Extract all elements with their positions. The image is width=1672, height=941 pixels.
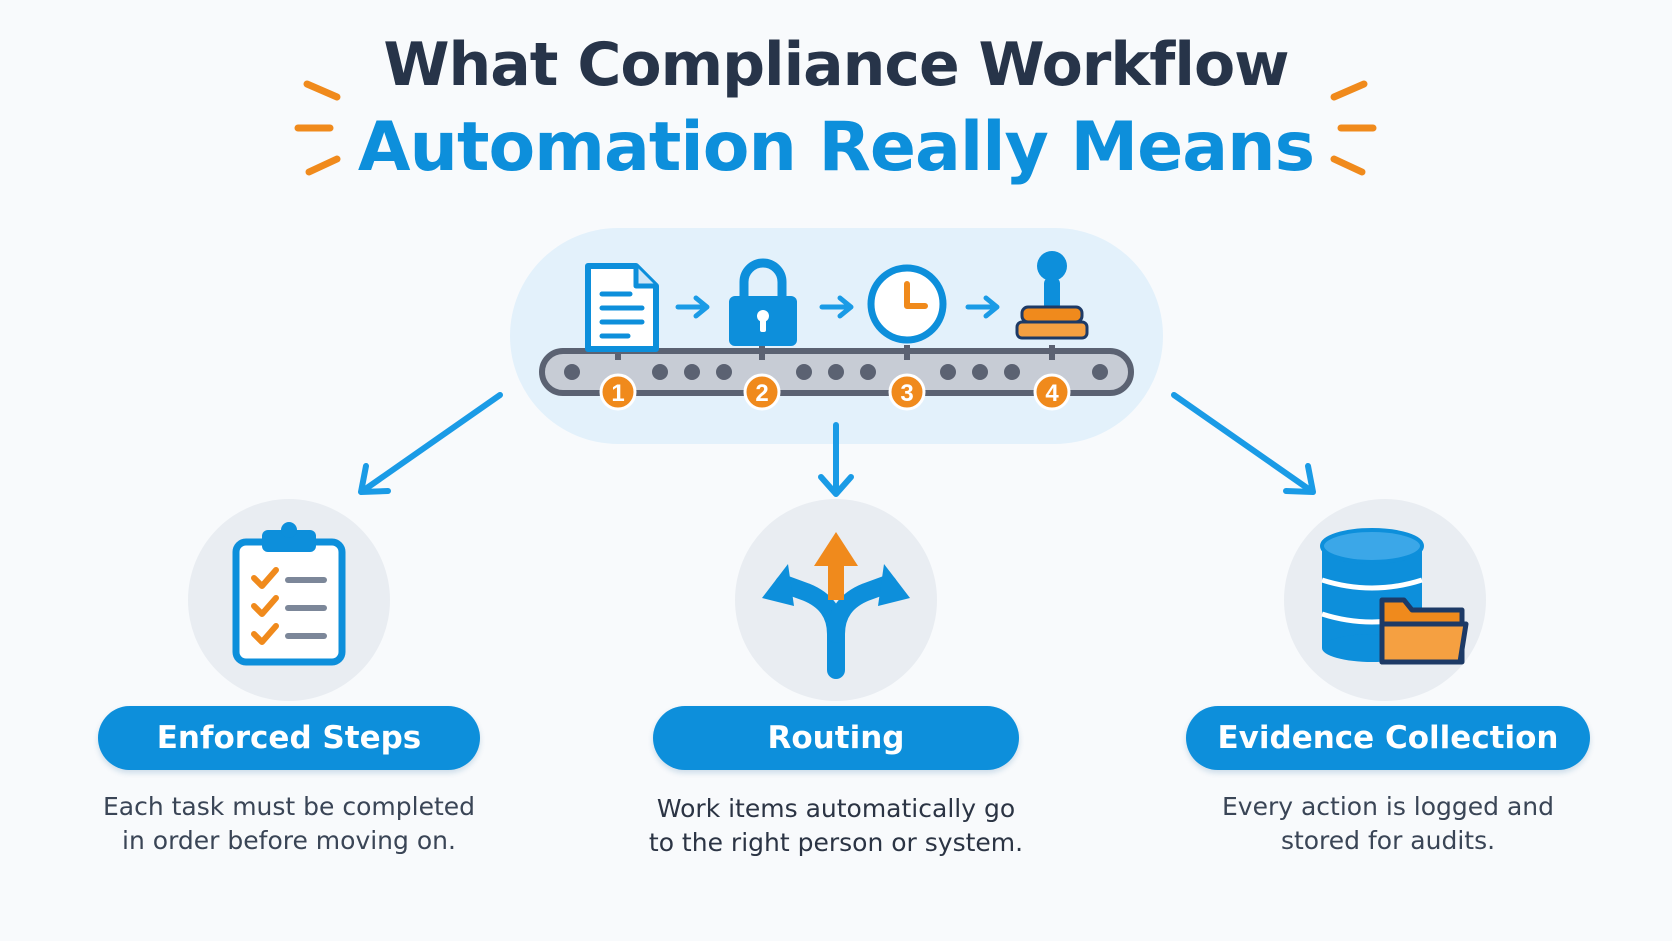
padlock-icon bbox=[729, 258, 797, 346]
enforced-steps-label: Enforced Steps bbox=[98, 706, 480, 770]
checklist-clipboard-icon bbox=[232, 522, 346, 666]
evidence-collection-label: Evidence Collection bbox=[1186, 706, 1590, 770]
step-badge-2: 2 bbox=[743, 373, 781, 411]
clock-icon bbox=[867, 264, 947, 344]
step-number-3: 3 bbox=[900, 380, 913, 407]
step-number-4: 4 bbox=[1045, 380, 1059, 407]
step-number-2: 2 bbox=[755, 380, 768, 407]
enforced-steps-description: Each task must be completed in order bef… bbox=[84, 790, 494, 858]
document-icon bbox=[585, 263, 659, 352]
enforced-steps-description-line-2: in order before moving on. bbox=[122, 826, 456, 855]
decorative-rays-right bbox=[1330, 80, 1377, 176]
evidence-collection-description-line-1: Every action is logged and bbox=[1221, 792, 1555, 821]
decorative-rays-left bbox=[294, 80, 341, 176]
step-badge-3: 3 bbox=[888, 373, 926, 411]
enforced-steps-description-line-1: Each task must be completed bbox=[102, 792, 476, 821]
connector-arrows bbox=[358, 392, 1316, 497]
routing-description-line-1: Work items automatically go bbox=[656, 794, 1016, 823]
database-folder-icon bbox=[1320, 528, 1469, 665]
step-number-1: 1 bbox=[611, 380, 624, 407]
step-badge-4: 4 bbox=[1033, 373, 1071, 411]
routing-description: Work items automatically go to the right… bbox=[616, 792, 1056, 860]
title-line-1: What Compliance Workflow bbox=[383, 30, 1289, 100]
routing-label: Routing bbox=[653, 706, 1019, 770]
evidence-collection-description-line-2: stored for audits. bbox=[1280, 826, 1496, 855]
evidence-collection-description: Every action is logged and stored for au… bbox=[1178, 790, 1598, 858]
routing-arrows-icon bbox=[762, 532, 910, 679]
step-badge-1: 1 bbox=[599, 373, 637, 411]
stamp-icon bbox=[1015, 251, 1089, 340]
routing-description-line-2: to the right person or system. bbox=[648, 828, 1024, 857]
flow-arrows bbox=[675, 295, 1000, 319]
title-line-2: Automation Really Means bbox=[357, 108, 1315, 187]
conveyor-belt bbox=[539, 345, 1134, 396]
